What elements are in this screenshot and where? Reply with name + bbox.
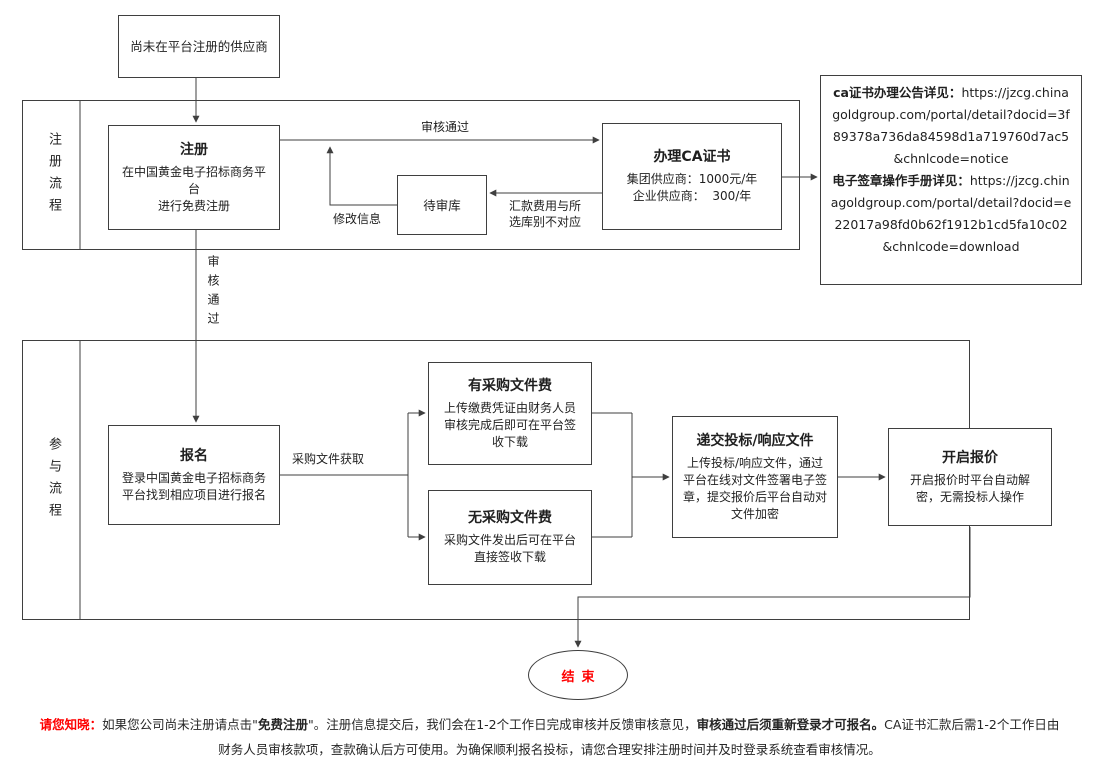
info-ca-notice-title: ca证书办理公告详见：: [833, 85, 962, 100]
node-without-doc-fee: 无采购文件费 采购文件发出后可在平台直接签收下载: [428, 490, 592, 585]
notice-prefix: 请您知晓：: [39, 717, 103, 732]
edge-label-remit-mismatch: 汇款费用与所 选库别不对应: [502, 198, 588, 230]
node-register-title: 注册: [180, 141, 208, 158]
node-ca-certificate: 办理CA证书 集团供应商：1000元/年 企业供应商： 300/年: [602, 123, 782, 230]
node-pending-review: 待审库: [397, 175, 487, 235]
node-open-quotation-desc: 开启报价时平台自动解密，无需投标人操作: [909, 472, 1030, 504]
node-info-links: ca证书办理公告详见：https://jzcg.chinagoldgroup.c…: [820, 75, 1082, 285]
node-signup-desc: 登录中国黄金电子招标商务平台找到相应项目进行报名: [121, 470, 266, 502]
node-signup-title: 报名: [180, 447, 208, 464]
notice-bold-relogin: 审核通过后须重新登录才可报名。: [696, 717, 885, 732]
info-ca-notice: ca证书办理公告详见：https://jzcg.chinagoldgroup.c…: [830, 82, 1072, 170]
info-signature-manual-url: https://jzcg.chinagoldgroup.com/portal/d…: [830, 173, 1072, 254]
notice-bold-free-register: 免费注册: [257, 717, 308, 732]
node-submit-documents-desc: 上传投标/响应文件，通过平台在线对文件签署电子签章，提交报价后平台自动对文件加密: [683, 455, 828, 521]
node-register: 注册 在中国黄金电子招标商务平台 进行免费注册: [108, 125, 280, 230]
node-submit-documents: 递交投标/响应文件 上传投标/响应文件，通过平台在线对文件签署电子签章，提交报价…: [672, 416, 838, 538]
node-without-doc-fee-title: 无采购文件费: [468, 510, 552, 526]
node-end-label: 结束: [561, 669, 602, 685]
node-unregistered-supplier: 尚未在平台注册的供应商: [118, 15, 280, 78]
node-with-doc-fee: 有采购文件费 上传缴费凭证由财务人员审核完成后即可在平台签收下载: [428, 362, 592, 465]
node-end: 结束: [528, 650, 628, 700]
node-with-doc-fee-title: 有采购文件费: [468, 377, 552, 394]
lane-participation-label: 参与流程: [46, 437, 61, 525]
notice-seg3: CA证书汇款后需1-2个工作日由财务人员审核款项，查款确认后方可使用。为确保顺利…: [218, 717, 1060, 757]
lane-registration: [22, 100, 800, 250]
notice-seg2: "。注册信息提交后，我们会在1-2个工作日完成审核并反馈审核意见，: [307, 717, 697, 732]
node-register-desc: 在中国黄金电子招标商务平台 进行免费注册: [121, 164, 266, 213]
node-ca-certificate-title: 办理CA证书: [653, 149, 731, 165]
info-signature-manual-title: 电子签章操作手册详见：: [832, 173, 970, 188]
notice-seg1: 如果您公司尚未注册请点击": [102, 717, 258, 732]
info-signature-manual: 电子签章操作手册详见：https://jzcg.chinagoldgroup.c…: [830, 170, 1072, 258]
node-signup: 报名 登录中国黄金电子招标商务平台找到相应项目进行报名: [108, 425, 280, 525]
node-open-quotation-title: 开启报价: [942, 449, 998, 466]
edge-label-approved-top: 审核通过: [400, 119, 490, 135]
node-without-doc-fee-desc: 采购文件发出后可在平台直接签收下载: [443, 533, 576, 564]
node-unregistered-supplier-label: 尚未在平台注册的供应商: [130, 39, 268, 54]
lane-registration-label: 注册流程: [46, 132, 61, 220]
node-pending-review-label: 待审库: [423, 197, 461, 213]
footer-notice: 请您知晓：如果您公司尚未注册请点击"免费注册"。注册信息提交后，我们会在1-2个…: [36, 712, 1063, 762]
edge-label-doc-fetch: 采购文件获取: [286, 451, 370, 467]
node-ca-certificate-desc: 集团供应商：1000元/年 企业供应商： 300/年: [626, 172, 758, 203]
node-open-quotation: 开启报价 开启报价时平台自动解密，无需投标人操作: [888, 428, 1052, 526]
edge-label-modify-info: 修改信息: [330, 211, 384, 227]
info-ca-notice-url: https://jzcg.chinagoldgroup.com/portal/d…: [832, 85, 1070, 166]
node-submit-documents-title: 递交投标/响应文件: [696, 432, 814, 449]
node-with-doc-fee-desc: 上传缴费凭证由财务人员审核完成后即可在平台签收下载: [443, 400, 576, 449]
edge-label-approved-down: 审核通过: [206, 255, 220, 331]
